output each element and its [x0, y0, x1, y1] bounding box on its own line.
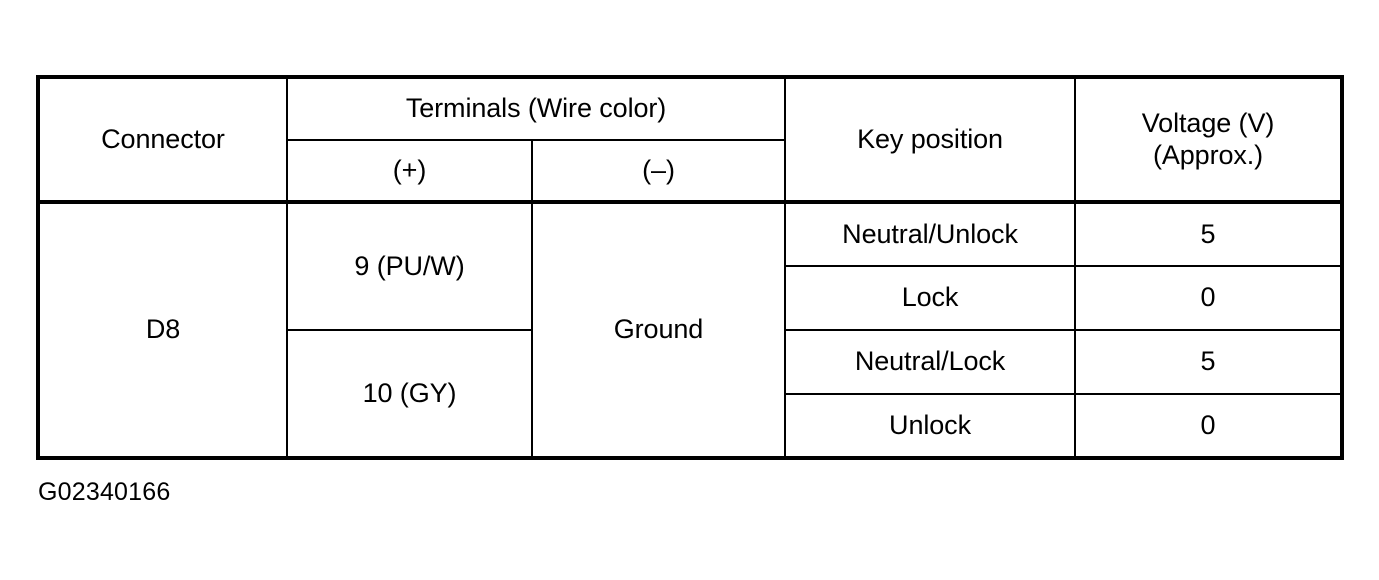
- table-header-row-2: (+) (–): [38, 139, 1342, 204]
- cell-voltage: 0: [1074, 265, 1344, 331]
- cell-key-position: Neutral/Lock: [784, 329, 1077, 395]
- table-row: Unlock 0: [38, 393, 1344, 459]
- table-header-row-1: Connector Terminals (Wire color) Key pos…: [37, 76, 1344, 204]
- connector-voltage-table: Connector Terminals (Wire color) Key pos…: [36, 75, 1345, 460]
- cell-key-position: Lock: [784, 265, 1077, 331]
- header-terminals-group: Terminals (Wire color): [285, 76, 787, 141]
- header-terminal-positive: (+): [286, 139, 533, 204]
- header-voltage: Voltage (V) (Approx.): [1074, 76, 1344, 204]
- cell-voltage: 0: [1074, 393, 1344, 459]
- table-row: 10 (GY) Neutral/Lock 5: [38, 329, 1344, 459]
- table-row: D8 9 (PU/W) Ground Neutral/Unlock 5: [37, 201, 1344, 459]
- header-voltage-line1: Voltage (V): [1141, 108, 1275, 139]
- cell-voltage: 5: [1074, 329, 1344, 395]
- cell-key-position: Neutral/Unlock: [784, 201, 1077, 267]
- cell-terminal-positive-2: 10 (GY): [286, 329, 533, 459]
- header-voltage-line2: (Approx.): [1152, 139, 1264, 170]
- cell-terminal-positive-1: 9 (PU/W): [286, 201, 533, 331]
- figure-caption: G02340166: [38, 478, 171, 506]
- cell-terminal-negative: Ground: [530, 201, 787, 459]
- header-key-position: Key position: [784, 76, 1077, 204]
- cell-key-position: Unlock: [784, 393, 1077, 459]
- header-connector: Connector: [37, 76, 288, 204]
- header-terminal-negative: (–): [530, 139, 787, 204]
- cell-connector-value: D8: [37, 201, 288, 459]
- table-row: Lock 0: [38, 265, 1344, 331]
- cell-voltage: 5: [1074, 201, 1344, 267]
